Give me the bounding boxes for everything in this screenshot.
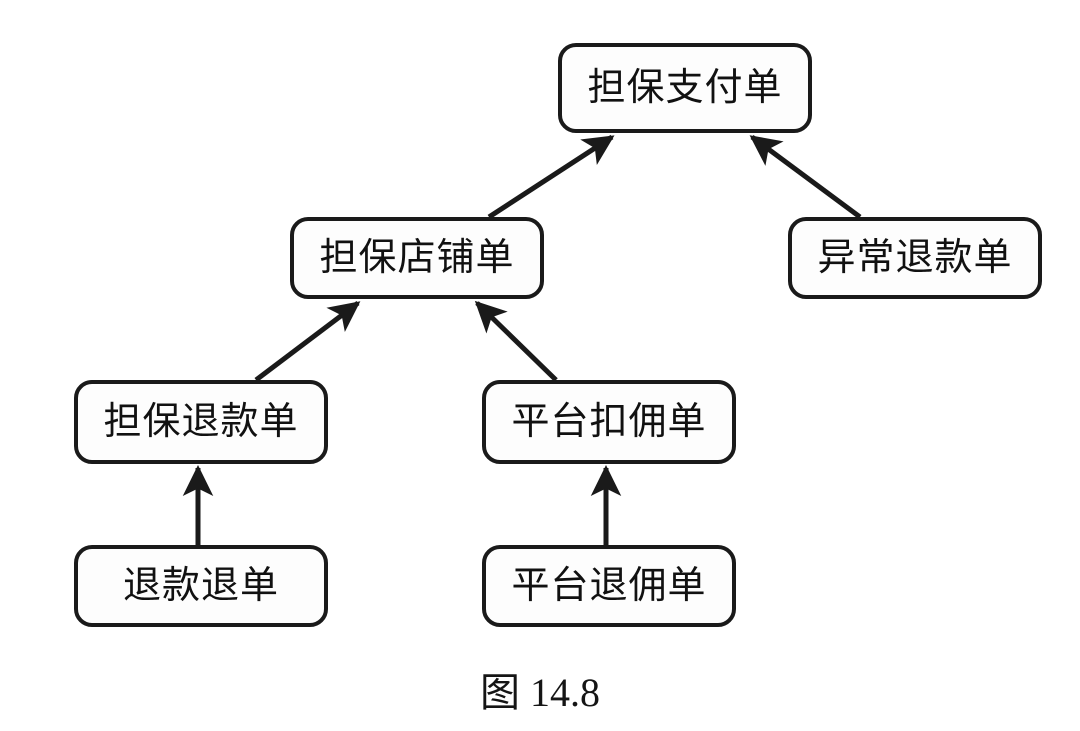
node-label: 异常退款单 <box>817 237 1013 279</box>
node-platform-commission-refund-order[interactable]: 平台退佣单 <box>482 545 736 627</box>
node-label: 退款退单 <box>122 565 279 607</box>
node-guarantee-refund-order[interactable]: 担保退款单 <box>74 380 328 464</box>
node-label: 担保退款单 <box>103 401 299 443</box>
edge-shop-to-payment <box>487 134 615 220</box>
node-guarantee-shop-order[interactable]: 担保店铺单 <box>290 217 544 299</box>
edge-commission-to-shop <box>474 300 558 382</box>
node-refund-cancel-order[interactable]: 退款退单 <box>74 545 328 627</box>
node-abnormal-refund-order[interactable]: 异常退款单 <box>788 217 1042 299</box>
figure-caption: 图 14.8 <box>480 670 600 715</box>
node-guarantee-payment-order[interactable]: 担保支付单 <box>558 43 812 133</box>
node-label: 担保店铺单 <box>319 237 515 279</box>
edge-refund-to-shop <box>254 301 361 382</box>
node-label: 平台退佣单 <box>511 565 707 607</box>
edge-group <box>182 134 862 546</box>
edge-abnormal-to-payment <box>749 134 862 220</box>
node-label: 担保支付单 <box>587 67 783 109</box>
node-platform-commission-order[interactable]: 平台扣佣单 <box>482 380 736 464</box>
node-label: 平台扣佣单 <box>511 401 707 443</box>
